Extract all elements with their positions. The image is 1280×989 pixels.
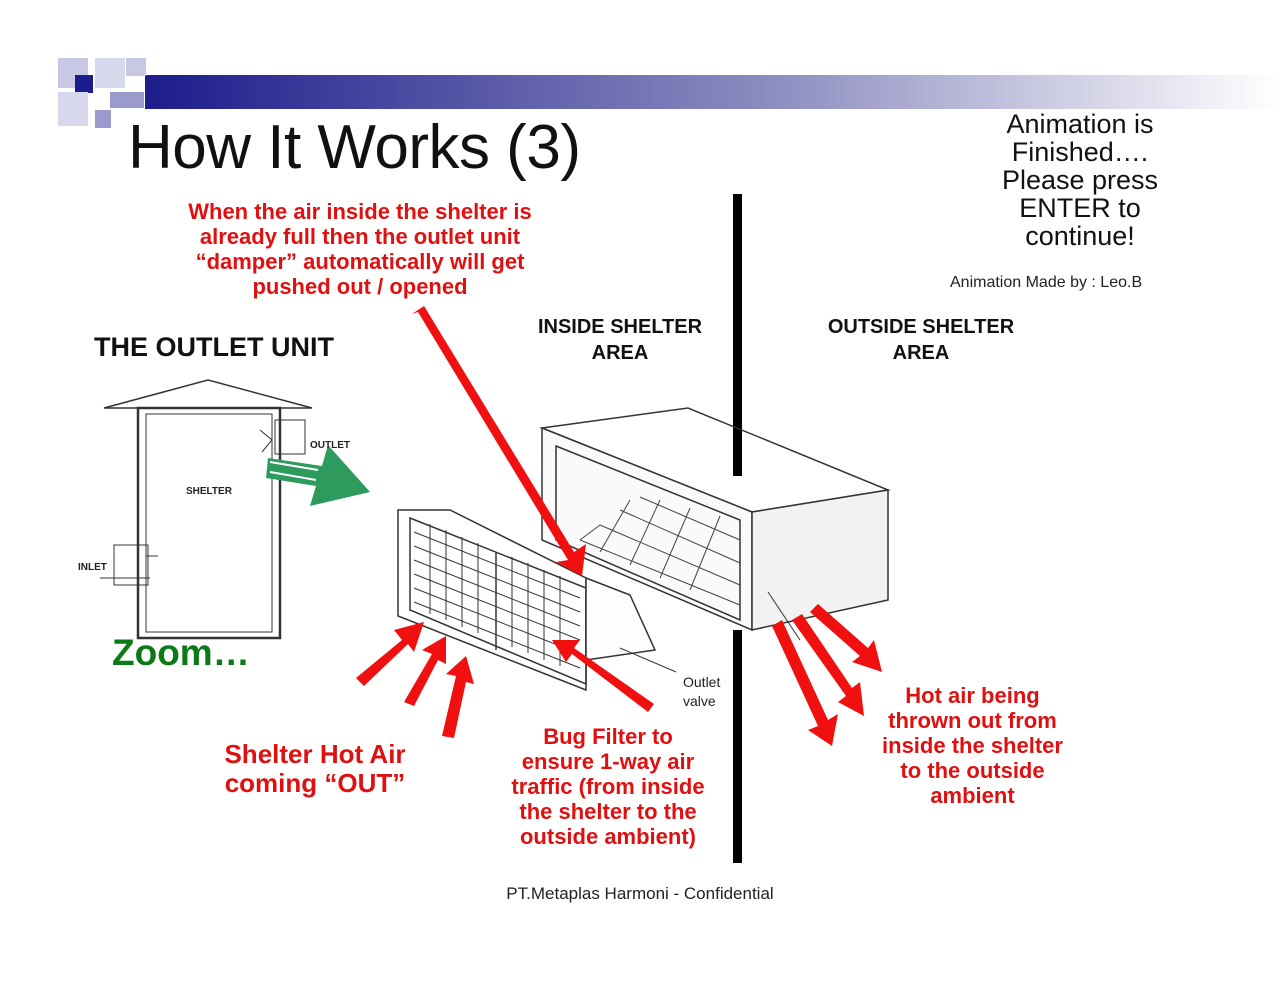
inside-shelter-header: INSIDE SHELTER AREA (537, 316, 703, 364)
hot-air-arrow-2 (792, 614, 864, 716)
hot-air-out-callout: Hot air being thrown out from inside the… (882, 683, 1063, 808)
bug-filter-callout: Bug Filter to ensure 1-way air traffic (… (511, 724, 705, 849)
shelter-hot-arrow-3 (442, 656, 474, 738)
shelter-hot-air-callout: Shelter Hot Air coming “OUT” (224, 739, 406, 798)
damper-callout: When the air inside the shelter is alrea… (188, 199, 532, 299)
shelter-label: SHELTER (186, 486, 232, 497)
outlet-unit-title: THE OUTLET UNIT (94, 332, 334, 362)
header-banner (58, 58, 1280, 128)
shelter-hot-arrow-2 (404, 636, 446, 706)
outside-shelter-header: OUTSIDE SHELTER AREA (827, 316, 1015, 364)
outlet-valve-leader (619, 647, 677, 673)
damper-arrow (412, 306, 586, 576)
hot-air-arrow-1 (772, 620, 838, 746)
housing-grid (579, 496, 741, 606)
bug-filter-arrow (552, 640, 654, 712)
outlet-valve-label: Outlet valve (683, 674, 721, 709)
grille-mesh (413, 524, 581, 669)
damper-leader (767, 591, 801, 641)
outlet-grille (397, 509, 657, 692)
inlet-label: INLET (78, 562, 107, 573)
hot-air-arrow-3 (810, 604, 882, 672)
slide-title: How It Works (3) (128, 113, 581, 182)
shelter-hot-arrow-1 (356, 622, 424, 686)
red-arrows (356, 306, 882, 746)
zoom-label: Zoom… (112, 632, 250, 673)
shelter-schematic (100, 379, 313, 640)
zoom-arrow (266, 445, 370, 506)
animation-credit: Animation Made by : Leo.B (950, 274, 1143, 291)
outlet-label: OUTLET (310, 440, 350, 451)
animation-note: Animation is Finished…. Please press ENT… (1001, 109, 1159, 251)
wall-divider-line (733, 194, 742, 863)
footer-text: PT.Metaplas Harmoni - Confidential (506, 884, 774, 903)
